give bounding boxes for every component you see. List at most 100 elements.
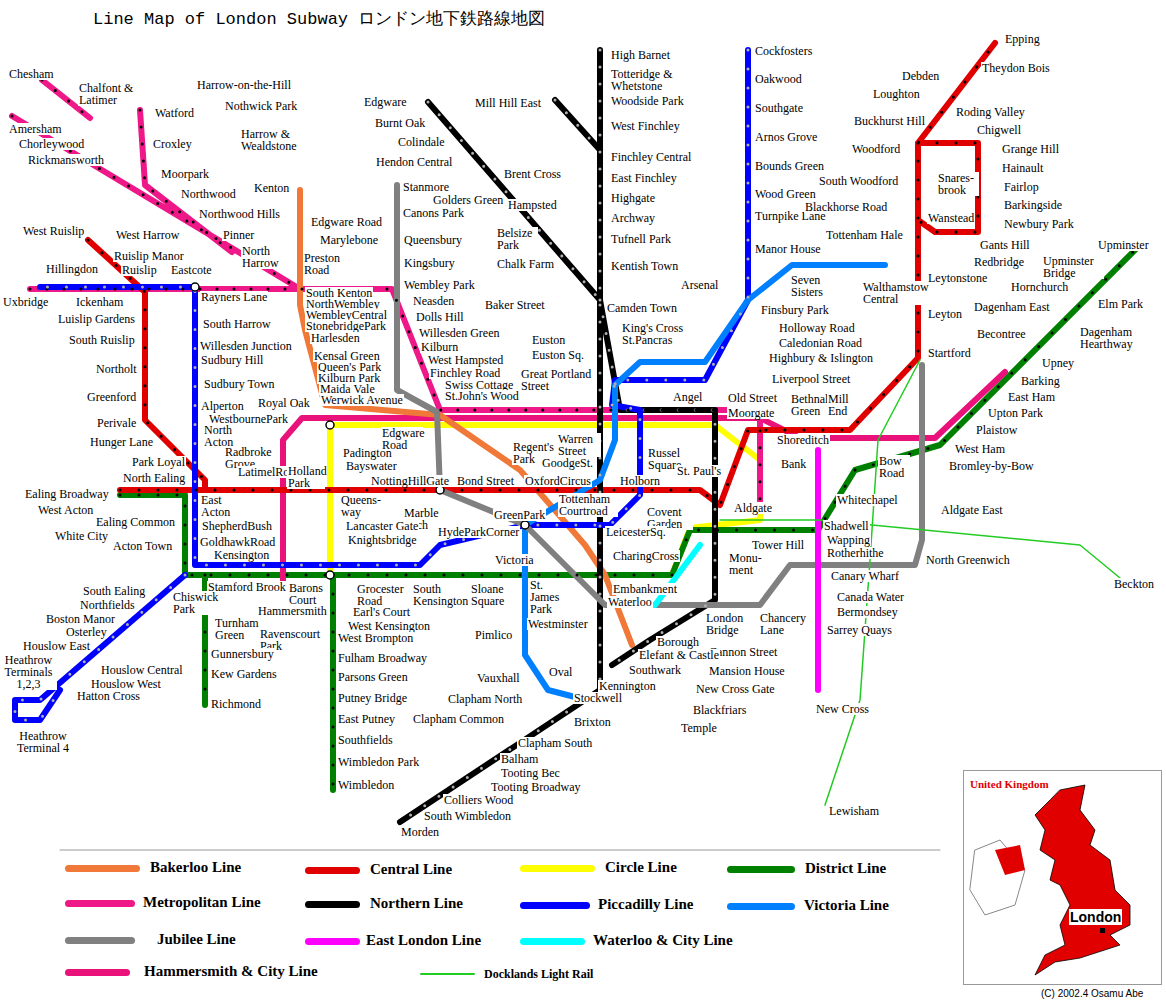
station-label: Woodside Park: [610, 95, 685, 107]
station-label: North Greenwich: [925, 554, 1011, 566]
station-label: Leyton: [927, 308, 963, 320]
station-label: East Putney: [337, 713, 396, 725]
station-label: Redbridge: [973, 256, 1025, 268]
station-label: Moorgate: [727, 407, 775, 419]
station-label: GoodgeSt.: [541, 457, 594, 469]
station-label: London Bridge: [705, 612, 752, 636]
station-label: South Ruislip: [68, 334, 136, 346]
station-label: Snares-brook: [937, 172, 979, 196]
station-label: Mill Hill East: [474, 97, 542, 109]
station-label: Balham: [500, 753, 539, 765]
station-label: St. Paul's: [676, 465, 722, 477]
legend-swatch: [305, 938, 360, 945]
station-label: King's Cross St.Pancras: [621, 322, 693, 346]
station-label: Royal Oak: [257, 397, 311, 409]
station-label: Kingsbury: [403, 257, 456, 269]
station-label: Tooting Broadway: [490, 781, 581, 793]
station-label: Southfields: [337, 734, 394, 746]
station-label: Arsenal: [680, 279, 719, 291]
station-label: Barking: [1020, 375, 1061, 387]
station-label: Ealing Common: [95, 516, 176, 528]
station-label: High Barnet: [610, 49, 671, 61]
inset-heading: United Kingdom: [969, 778, 1050, 791]
station-label: New Cross: [815, 703, 870, 715]
station-label: Monu-ment: [728, 552, 762, 576]
station-label: Hatton Cross: [76, 690, 141, 702]
station-label: West Harrow: [115, 229, 180, 241]
station-label: Northfields: [79, 599, 136, 611]
station-label: GoldhawkRoad: [199, 536, 276, 548]
station-label: Shadwell: [823, 520, 870, 532]
station-label: Willesden Green: [418, 327, 500, 339]
station-label: Euston Sq.: [531, 349, 585, 361]
legend-text: Metropolitan Line: [143, 894, 261, 910]
station-label: Tower Hill: [751, 539, 805, 551]
legend-text: Bakerloo Line: [150, 859, 241, 875]
station-label: Harrow & Wealdstone: [240, 128, 317, 152]
station-label: Northolt: [95, 363, 138, 375]
station-label: Euston: [531, 334, 566, 346]
station-label: Epping: [1004, 33, 1041, 45]
station-label: Houslow East: [22, 640, 91, 652]
station-label: Mill End: [827, 393, 855, 417]
station-label: Pinner: [222, 229, 255, 241]
station-label: Old Street: [727, 392, 778, 404]
legend-swatch: [305, 901, 360, 908]
station-label: Willesden Junction: [199, 340, 293, 352]
station-label: Bermondsey: [836, 606, 899, 618]
legend-swatch: [305, 867, 360, 874]
station-label: Colindale: [397, 136, 446, 148]
station-label: Oval: [548, 666, 573, 678]
station-label: Baker Street: [484, 299, 546, 311]
station-label: Dagenham East: [973, 301, 1051, 313]
station-label: Bayswater: [345, 460, 398, 472]
station-label: Dolls Hill: [415, 311, 465, 323]
station-label: ShepherdBush: [201, 520, 273, 532]
legend-swatch: [520, 938, 585, 945]
station-label: South Wimbledon: [423, 810, 512, 822]
station-label: Burnt Oak: [374, 117, 426, 129]
station-label: Clapham North: [447, 693, 523, 705]
station-label: Barons Court: [288, 582, 326, 606]
station-label: Camden Town: [606, 302, 678, 314]
station-label: Kensington: [213, 549, 270, 561]
station-label: OxfordCircus: [524, 475, 592, 487]
legend-swatch: [520, 865, 595, 872]
station-label: Turnham Green: [214, 617, 261, 641]
station-label: Kew Gardens: [210, 668, 278, 680]
station-label: NottingHillGate: [370, 475, 450, 487]
station-label: StonebridgePark: [305, 320, 387, 332]
station-label: Hampsted: [507, 199, 558, 211]
map-title: Line Map of London Subway ロンドン地下鉄路線地図: [93, 10, 545, 30]
station-label: Nothwick Park: [224, 100, 298, 112]
station-label: Hillingdon: [45, 263, 99, 275]
station-label: Bow Road: [878, 455, 910, 479]
legend-text: Victoria Line: [804, 897, 889, 913]
station-label: Moorpark: [160, 168, 210, 180]
station-label: Holland Park: [287, 465, 325, 489]
legend-swatch: [420, 973, 475, 975]
station-label: Tooting Bec: [500, 767, 561, 779]
station-label: North Ealing: [122, 472, 186, 484]
station-label: Ickenham: [75, 296, 124, 308]
station-label: Chorleywood: [18, 138, 85, 150]
station-label: Werwick Avenue: [320, 394, 404, 406]
station-label: Hornchurch: [1010, 281, 1069, 293]
station-label: Canary Wharf: [830, 570, 900, 582]
station-label: Bond Street: [456, 475, 515, 487]
station-label: Pimlico: [474, 629, 513, 641]
station-label: Heathrow Terminal 4: [12, 730, 74, 754]
station-label: Shoreditch: [776, 434, 830, 446]
station-label: Fairlop: [1003, 181, 1040, 193]
station-label: Embankment: [612, 583, 678, 595]
legend-text: Circle Line: [605, 859, 677, 875]
station-label: Sloane Square: [470, 583, 512, 607]
station-label: Ruislip Manor: [113, 250, 185, 262]
station-label: Stockwell: [573, 692, 623, 704]
station-label: Neasden: [412, 295, 455, 307]
station-label: Angel: [672, 391, 703, 403]
legend-text: Hammersmith & City Line: [144, 963, 318, 979]
station-label: Earl's Court: [352, 606, 411, 618]
station-label: Tufnell Park: [610, 233, 672, 245]
station-label: Leytonstone: [927, 272, 988, 284]
